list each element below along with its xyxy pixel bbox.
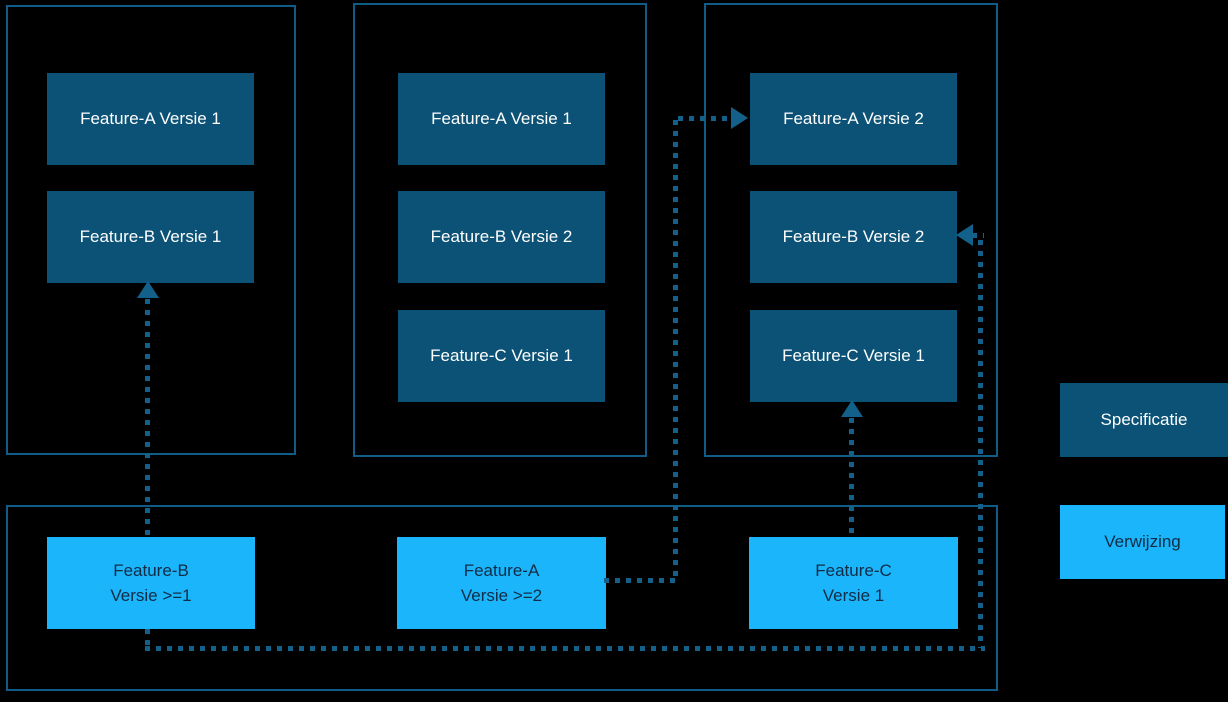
ref-box-line1: Feature-C [815,561,892,580]
spec-box-feature-b-v2: Feature-B Versie 2 [398,191,605,283]
arrowhead-up-feature-b-v1 [137,281,159,298]
spec-box-feature-a-v2: Feature-A Versie 2 [750,73,957,165]
spec-box-feature-c-v1: Feature-C Versie 1 [398,310,605,402]
connector-line [145,646,985,651]
connector-line [145,629,150,649]
legend-specification: Specificatie [1060,383,1228,457]
spec-box-feature-a-v1: Feature-A Versie 1 [47,73,254,165]
spec-box-feature-a-v1: Feature-A Versie 1 [398,73,605,165]
connector-line [604,578,680,583]
ref-box-feature-b: Feature-B Versie >=1 [47,537,255,629]
spec-box-feature-b-v1: Feature-B Versie 1 [47,191,254,283]
connector-line [678,116,731,121]
connector-line [978,240,983,648]
arrowhead-right-feature-a-v2 [731,107,748,129]
arrowhead-left-feature-b-v2 [956,224,973,246]
system-container-2: Feature-A Versie 1 Feature-B Versie 2 Fe… [353,3,647,457]
ref-box-line2: Versie >=2 [460,586,543,605]
system-container-1: Feature-A Versie 1 Feature-B Versie 1 [6,5,296,455]
connector-line [145,299,150,535]
connector-line [972,233,984,238]
system-container-3: Feature-A Versie 2 Feature-B Versie 2 Fe… [704,3,998,457]
ref-box-feature-a: Feature-A Versie >=2 [397,537,606,629]
connector-line [849,418,854,535]
legend-reference: Verwijzing [1060,505,1225,579]
spec-box-feature-b-v2: Feature-B Versie 2 [750,191,957,283]
ref-box-feature-c: Feature-C Versie 1 [749,537,958,629]
ref-box-line1: Feature-B [113,561,189,580]
connector-line [673,120,678,580]
ref-box-line2: Versie 1 [822,586,885,605]
spec-box-feature-c-v1: Feature-C Versie 1 [750,310,957,402]
ref-box-line1: Feature-A [463,561,540,580]
references-container: Feature-B Versie >=1 Feature-A Versie >=… [6,505,998,691]
ref-box-line2: Versie >=1 [110,586,192,605]
arrowhead-up-feature-c-v1 [841,400,863,417]
